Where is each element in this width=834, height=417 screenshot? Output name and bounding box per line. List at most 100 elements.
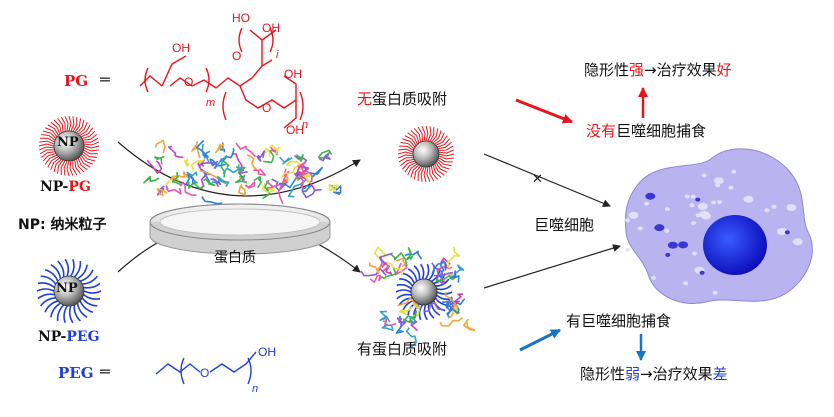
corona-strand (81, 130, 96, 139)
corona-strand (76, 119, 85, 134)
np-peg-suffix: PEG (66, 329, 100, 345)
corona-strand (79, 300, 94, 313)
protein-strand (261, 182, 276, 193)
red-arrow-diagonal (515, 98, 573, 124)
no-phago-label: 没有巨噬细胞捕食 (586, 124, 706, 139)
vesicle (625, 247, 631, 252)
np-pg-no-protein (397, 125, 455, 183)
protein-strand (318, 153, 331, 162)
corona-strand (39, 149, 55, 155)
protein-strand (398, 306, 413, 315)
bot-result-weak: 弱 (625, 365, 641, 383)
corona-strand (436, 160, 450, 170)
pg-oh-5: OH (286, 123, 304, 137)
vesicle (628, 211, 639, 219)
corona-strand (83, 141, 99, 146)
corona-strand (427, 126, 432, 142)
protein-strand (183, 158, 190, 167)
blocked-mark: ✕ (532, 172, 543, 187)
corona-strand (397, 151, 414, 155)
protein-strand (396, 257, 407, 268)
vesicle (690, 194, 696, 199)
corona-strand (45, 127, 58, 138)
corona-strand (438, 145, 454, 151)
protein-strand (244, 181, 256, 189)
protein-strand (390, 252, 408, 267)
protein-strand (444, 291, 459, 308)
corona-strand (56, 304, 65, 321)
vesicle (654, 224, 665, 232)
corona-strand (40, 137, 55, 143)
peg-sub-n: n (252, 383, 258, 395)
corona-strand (423, 166, 427, 183)
corona-strand (407, 132, 418, 145)
has-phago-label: 有巨噬细胞捕食 (566, 312, 672, 330)
protein-strand (171, 171, 181, 186)
corona-strand (44, 154, 58, 165)
bot-result-bad: 差 (712, 365, 728, 383)
protein-strand (234, 175, 248, 184)
corona-strand (80, 154, 93, 165)
peg-o: O (200, 366, 209, 380)
corona-strand (396, 283, 412, 290)
corona-strand (83, 145, 100, 149)
corona-strand (413, 128, 422, 143)
protein-strand (396, 317, 407, 329)
protein-strand (235, 142, 257, 158)
cell-vesicles (625, 169, 803, 295)
vesicle (743, 195, 754, 203)
peg-label: PEG (58, 364, 94, 382)
corona-strand (435, 162, 448, 173)
corona-strand (399, 145, 414, 151)
pg-sub-n: n (302, 119, 308, 131)
protein-strand (279, 156, 293, 165)
peg-oh: OH (258, 345, 276, 359)
corona-strand (57, 117, 64, 133)
corona-strand (83, 137, 99, 143)
corona-strand (420, 166, 425, 182)
protein-strand (295, 172, 316, 192)
corona-strand (72, 160, 78, 176)
vesicle (764, 208, 770, 213)
corona-strand (434, 132, 445, 145)
vesicle (711, 200, 716, 205)
corona-strand (82, 151, 97, 158)
np-core-sphere (412, 140, 440, 168)
vesicle (715, 183, 721, 188)
corona-strand (73, 304, 81, 322)
corona-strand (73, 261, 82, 278)
arrow-pg-to-no-adsorb (117, 141, 361, 197)
corona-strand (68, 305, 74, 324)
corona-strand (432, 164, 442, 178)
np-core-sphere (53, 275, 85, 307)
protein-strand (447, 304, 460, 315)
corona-strand (417, 126, 423, 142)
corona-strand (402, 160, 416, 170)
protein-strand (381, 268, 397, 280)
corona-strand (74, 159, 81, 175)
corona-strand (63, 305, 68, 324)
pg-oh-1: OH (172, 41, 190, 55)
np-legend: NP: 纳米粒子 (18, 217, 107, 233)
corona-strand (77, 264, 88, 280)
protein-strand (317, 149, 333, 159)
corona-strand (76, 303, 88, 319)
corona-strand (438, 157, 453, 163)
protein-strand (146, 159, 163, 175)
corona-strand (402, 272, 416, 284)
corona-strand (436, 291, 453, 295)
corona-strand (398, 154, 414, 159)
corona-strand (60, 160, 66, 175)
protein-strand (279, 172, 299, 189)
corona-strand (50, 263, 62, 279)
corona-strand (66, 160, 70, 177)
protein-strand (277, 178, 288, 205)
vesicle (667, 241, 678, 249)
corona-strand (44, 300, 59, 313)
no-phago-rest: 巨噬细胞捕食 (616, 122, 707, 140)
corona-strand (437, 159, 452, 167)
pg-o-1: O (184, 75, 193, 89)
cell-nucleus (703, 215, 767, 275)
protein-strand (287, 177, 309, 198)
